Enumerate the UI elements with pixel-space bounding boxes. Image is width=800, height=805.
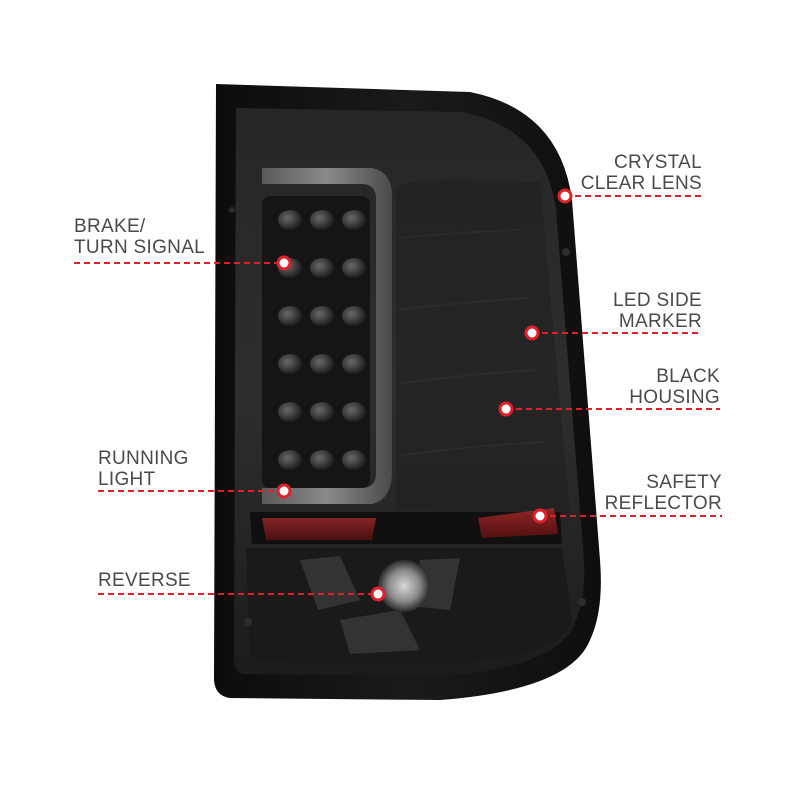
led-cell: [310, 450, 334, 470]
led-array-panel: [262, 196, 370, 488]
led-cell: [278, 402, 302, 422]
callout-dot-black-housing: [498, 401, 514, 417]
inner-panel: [396, 180, 570, 514]
label-running-light: RUNNING LIGHT: [98, 448, 189, 490]
led-cell: [342, 354, 366, 374]
led-cell: [310, 354, 334, 374]
callout-dot-running-light: [276, 483, 292, 499]
led-cell: [278, 306, 302, 326]
led-cell: [342, 450, 366, 470]
reflector-left: [262, 518, 376, 540]
label-reverse: REVERSE: [98, 570, 191, 591]
callout-dot-reverse: [370, 586, 386, 602]
reverse-reflector-facets: [300, 556, 460, 654]
label-crystal-clear-lens: CRYSTAL CLEAR LENS: [580, 152, 702, 194]
led-cell: [310, 210, 334, 230]
led-grid: [278, 210, 366, 470]
callout-dot-crystal-clear-lens: [557, 188, 573, 204]
led-cell: [342, 402, 366, 422]
callout-layer: [74, 188, 722, 602]
label-led-side-marker: LED SIDE MARKER: [613, 290, 702, 332]
led-cell: [310, 306, 334, 326]
led-cell: [342, 306, 366, 326]
led-cell: [278, 354, 302, 374]
led-cell: [310, 258, 334, 278]
label-safety-reflector: SAFETY REFLECTOR: [604, 472, 722, 514]
led-cell: [342, 258, 366, 278]
led-cell: [278, 450, 302, 470]
callout-dot-brake-turn-signal: [276, 255, 292, 271]
callout-dot-led-side-marker: [524, 325, 540, 341]
mount-points: [229, 207, 586, 626]
callout-dot-safety-reflector: [532, 508, 548, 524]
label-brake-turn-signal: BRAKE/ TURN SIGNAL: [74, 216, 206, 258]
label-black-housing: BLACK HOUSING: [629, 366, 720, 408]
reverse-bulb: [378, 560, 430, 612]
led-cell: [342, 210, 366, 230]
light-tube: [262, 168, 392, 504]
led-cell: [310, 402, 334, 422]
led-cell: [278, 210, 302, 230]
